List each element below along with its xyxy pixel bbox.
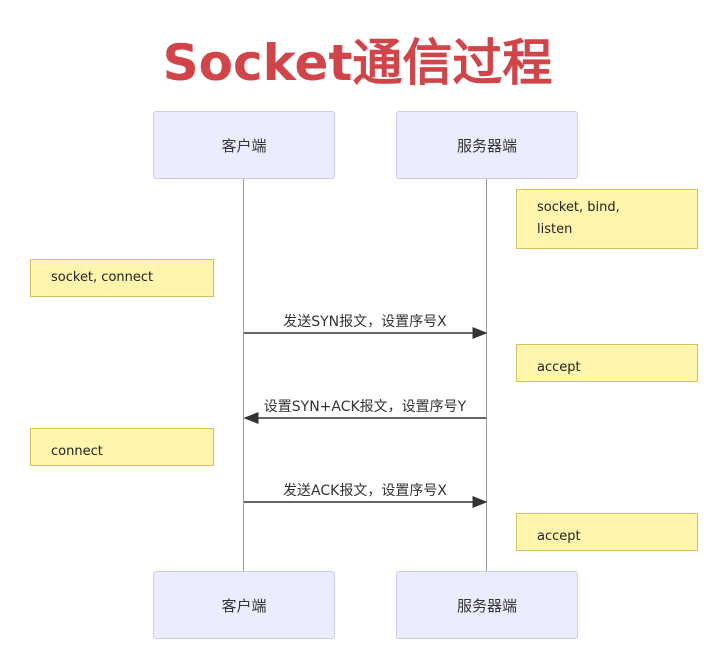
message-ack-label: 发送ACK报文，设置序号X [283,483,447,499]
note-server-setup: socket, bind, listen [516,189,698,249]
server-lifeline [486,178,487,572]
note-client-connect: socket, connect [30,259,214,297]
server-actor-top: 服务器端 [396,111,578,179]
server-actor-bottom: 服务器端 [396,571,578,639]
message-syn-ack-label: 设置SYN+ACK报文，设置序号Y [263,399,467,415]
client-actor-top: 客户端 [153,111,335,179]
message-syn-label: 发送SYN报文，设置序号X [283,314,447,330]
client-actor-bottom: 客户端 [153,571,335,639]
note-server-accept-2: accept [516,513,698,551]
client-lifeline [243,178,244,572]
note-server-accept-1: accept [516,344,698,382]
diagram-title: Socket通信过程 [162,34,553,92]
note-client-connect-2: connect [30,428,214,466]
